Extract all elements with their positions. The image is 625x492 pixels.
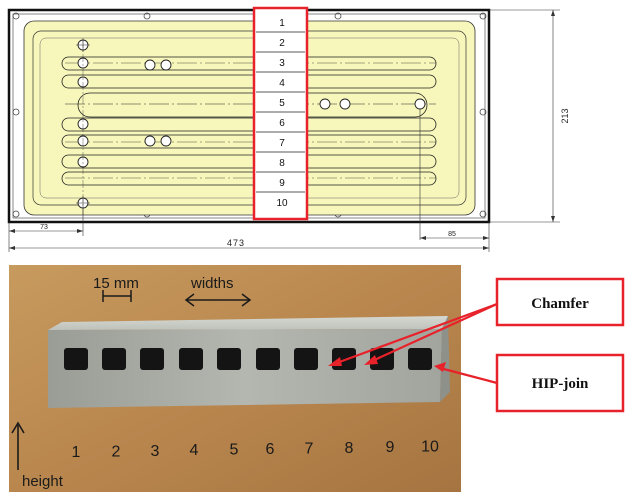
dimension-lines [8,9,560,252]
height-label: height [22,473,64,490]
dimension-arrows [9,10,555,250]
sample-top-face [48,316,448,330]
dimension-left: 73 [40,224,48,231]
callout-arrows [333,302,498,385]
channel-number: 3 [279,58,285,69]
chamfer-callout-label: Chamfer [531,296,589,312]
channel-number: 1 [279,18,285,29]
channel-number: 5 [279,98,285,109]
sample-number: 1 [72,444,81,461]
sample-photograph: 15 mm widths height 1 2 3 4 5 6 7 8 9 10 [9,265,461,492]
channel-number: 8 [279,158,285,169]
sample-number: 8 [345,440,354,457]
channel-numbers: 1 2 3 4 5 6 7 8 9 10 [276,18,288,209]
sample-numbers: 1 2 3 4 5 6 7 8 9 10 [72,439,439,461]
dimension-right: 85 [448,231,456,238]
sample-channels [64,348,432,370]
callouts: Chamfer HIP-join [328,277,625,413]
channel-number: 7 [279,138,285,149]
plate-inner-border [12,13,486,219]
chamfer-callout-box [495,277,625,327]
cooling-area-inner [32,30,467,206]
callout-arrowheads [328,355,446,372]
technical-drawing: 1 2 3 4 5 6 7 8 9 10 213 473 73 85 [7,6,570,252]
channels [61,56,437,186]
channel-number: 2 [279,38,285,49]
sample-number: 5 [230,442,239,459]
sample-number: 9 [386,439,395,456]
widths-arrow [184,293,252,307]
sample-number: 10 [421,439,439,456]
channel-section-highlight [252,6,309,221]
port-crosshairs [76,38,90,215]
sample-number: 4 [190,442,199,459]
height-arrow [11,421,25,470]
channel-number: 6 [279,118,285,129]
cooling-area-inner-2 [39,37,460,199]
channel-number: 9 [279,178,285,189]
dimension-width: 473 [227,238,245,248]
sample-number: 6 [266,441,275,458]
dimension-height: 213 [560,108,570,123]
channel-number: 10 [276,198,288,209]
scale-bar-label: 15 mm [93,275,139,292]
scale-bar [102,290,132,302]
sample-number: 3 [151,443,160,460]
hip-join-callout-label: HIP-join [532,376,589,392]
widths-label: widths [190,275,234,292]
sample-side-face [440,316,450,402]
channel-cells [256,31,305,193]
sample-number: 7 [305,440,314,457]
channel-number: 4 [279,78,285,89]
sample-number: 2 [112,443,121,460]
